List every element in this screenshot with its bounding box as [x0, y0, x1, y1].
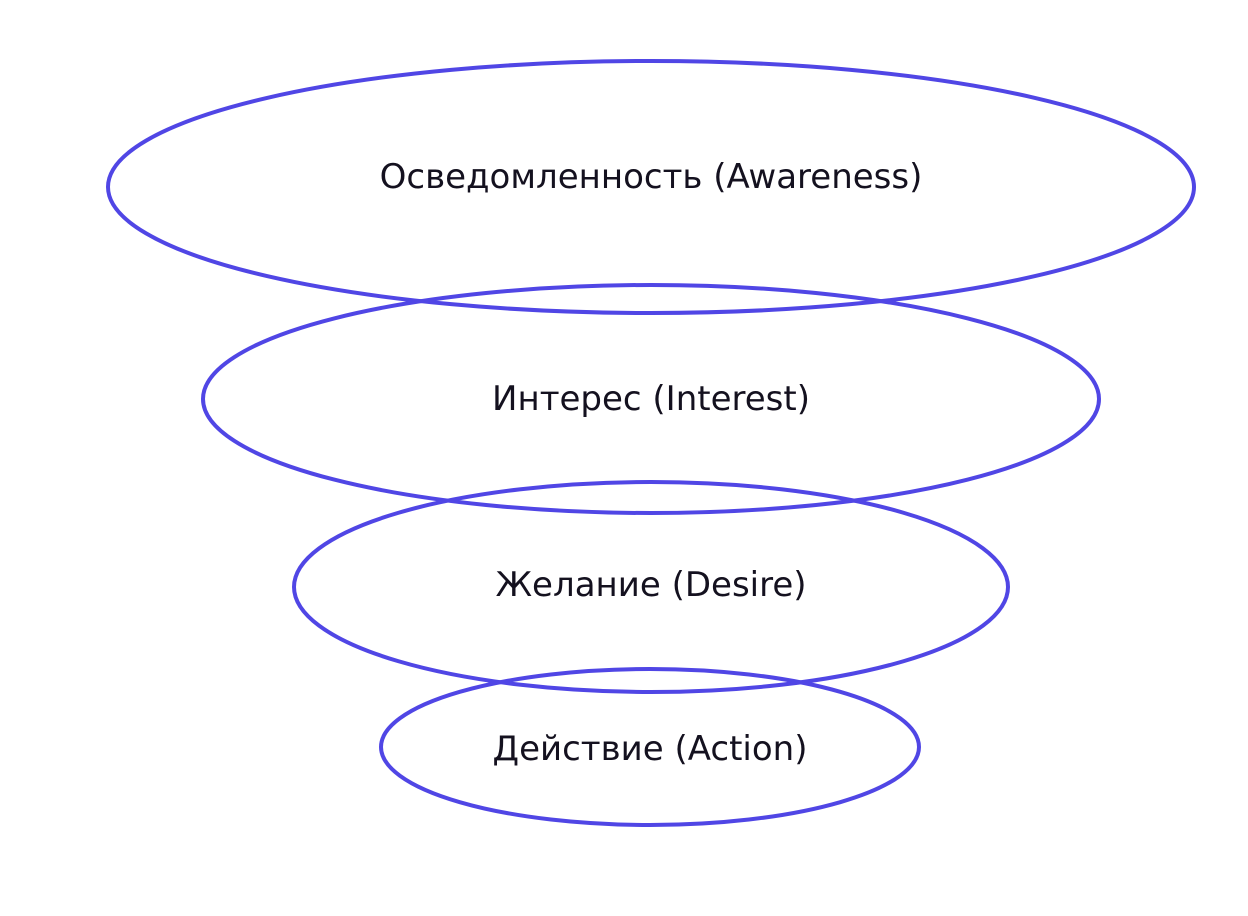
stage-interest-label: Интерес (Interest)	[492, 379, 810, 419]
stage-interest-ellipse	[201, 283, 1101, 515]
stage-action-ellipse	[379, 667, 921, 827]
stage-action: Действие (Action)	[379, 667, 921, 827]
stage-awareness-ellipse	[106, 59, 1196, 315]
stage-awareness: Осведомленность (Awareness)	[106, 59, 1196, 315]
stage-awareness-label: Осведомленность (Awareness)	[380, 157, 923, 197]
stage-desire-ellipse	[292, 480, 1010, 694]
stage-action-label: Действие (Action)	[493, 729, 808, 769]
stage-desire: Желание (Desire)	[292, 480, 1010, 694]
stage-interest: Интерес (Interest)	[201, 283, 1101, 515]
stage-desire-label: Желание (Desire)	[495, 565, 806, 605]
